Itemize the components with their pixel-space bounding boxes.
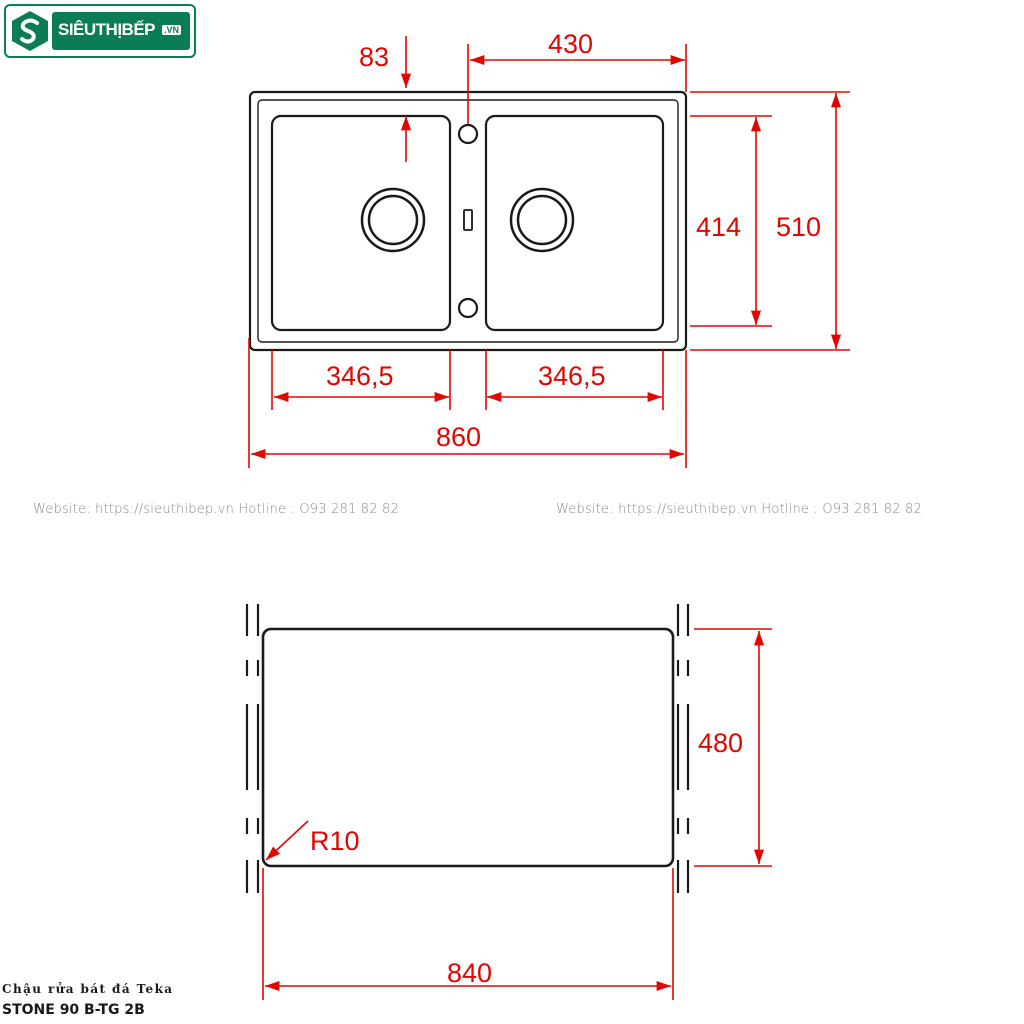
sink-inner-rim	[257, 99, 679, 343]
left-drain-icon	[360, 187, 426, 253]
product-name: Chậu rửa bát đá Teka	[2, 982, 174, 996]
cutout-depth-label: 480	[698, 728, 743, 758]
right-countertop-edge	[676, 604, 690, 893]
right-bowl	[484, 114, 665, 332]
cutout-dimension-lines	[262, 628, 772, 1000]
product-model: STONE 90 B-TG 2B	[2, 1002, 145, 1018]
dim-depth-label: 510	[776, 212, 821, 242]
left-bowl	[270, 114, 452, 332]
cutout-radius-label: R10	[310, 826, 360, 856]
overflow-slot-icon	[463, 209, 473, 231]
left-countertop-edge	[245, 604, 260, 893]
cutout-width-label: 840	[447, 958, 492, 988]
sink-outer-outline	[248, 90, 688, 352]
logo-mark-icon	[12, 11, 48, 51]
overflow-hole-icon	[457, 297, 479, 319]
dim-offset-label: 83	[359, 42, 389, 72]
cutout-outline	[261, 627, 675, 868]
logo-brand-text: SIÊUTHỊBẾP	[58, 20, 156, 39]
dim-bowl-right-label: 346,5	[538, 361, 606, 391]
watermark-right: Website: https://sieuthibep.vn Hotline :…	[556, 502, 923, 517]
logo-suffix-text: .VN	[162, 25, 182, 35]
tap-hole-icon	[457, 123, 479, 145]
dim-bowl-depth-label: 414	[696, 212, 741, 242]
cutout-view: 480 R10 840	[245, 604, 772, 1000]
dim-bowl-left-label: 346,5	[326, 361, 394, 391]
dim-width-label: 860	[436, 422, 481, 452]
watermark-left: Website: https://sieuthibep.vn Hotline :…	[33, 502, 400, 517]
dim-half-width-label: 430	[548, 29, 593, 59]
brand-logo[interactable]: SIÊUTHỊBẾP .VN	[4, 4, 196, 58]
right-drain-icon	[509, 187, 575, 253]
top-dimension-lines	[248, 36, 850, 468]
top-view: 83 430 414 510 346,5 346,5 860	[248, 29, 850, 468]
